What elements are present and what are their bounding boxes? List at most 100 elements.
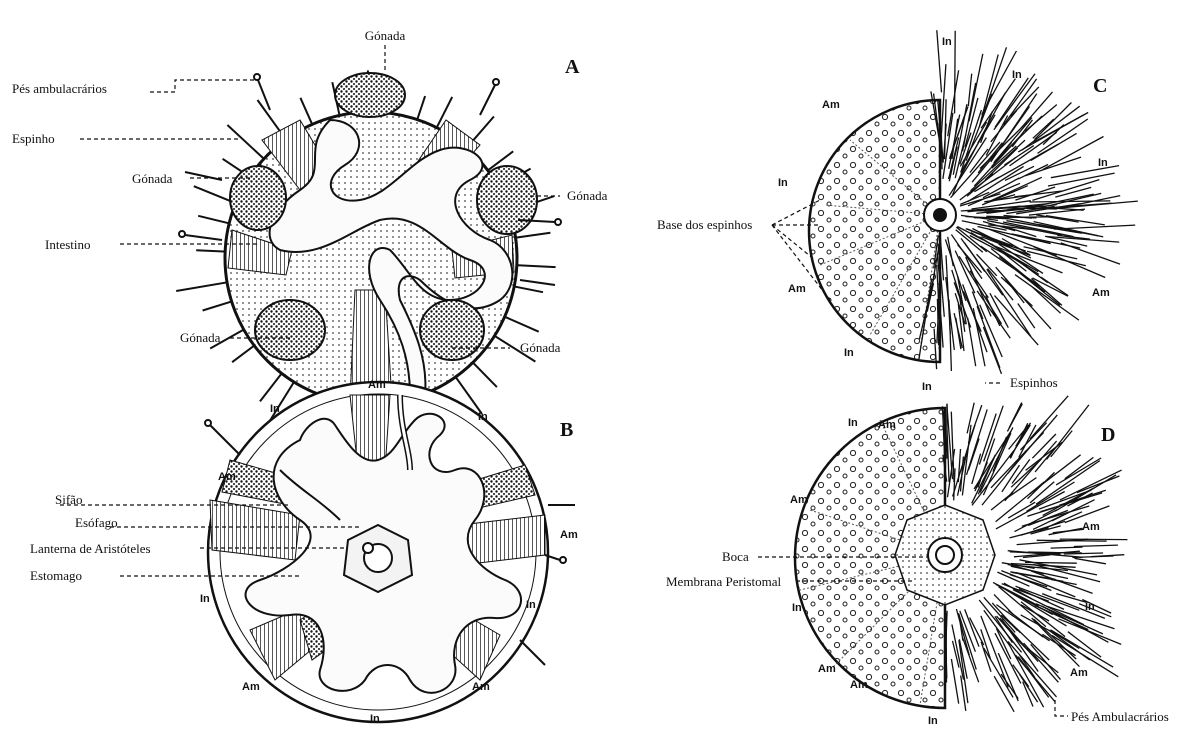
spine xyxy=(974,217,1051,218)
spine xyxy=(937,30,942,92)
mark-b-1: Am xyxy=(368,379,386,391)
mark-c-0: In xyxy=(942,36,952,48)
gonad-top-a xyxy=(335,73,405,117)
mark-d-10: Am xyxy=(1070,667,1088,679)
spine xyxy=(512,233,551,238)
mark-d-0: In xyxy=(922,381,932,393)
label-gonada-bottom-left: Gónada xyxy=(180,330,221,345)
spine xyxy=(1048,173,1115,186)
label-lanterna: Lanterna de Aristóteles xyxy=(30,541,151,556)
mark-d-8: In xyxy=(1085,601,1095,613)
panel-letter-a: A xyxy=(565,56,580,78)
label-gonada-top: Gónada xyxy=(365,28,406,43)
spine xyxy=(1051,580,1077,585)
label-esofago: Esófago xyxy=(75,515,118,530)
spine xyxy=(1046,216,1105,225)
spine xyxy=(968,74,971,106)
spine xyxy=(984,610,1010,646)
spine xyxy=(513,265,556,267)
spine xyxy=(1010,572,1055,580)
test-half-c xyxy=(809,100,940,362)
spine xyxy=(951,659,958,704)
spine xyxy=(1018,657,1048,698)
spine xyxy=(260,370,284,401)
mark-c-5: Am xyxy=(788,283,806,295)
label-estomago: Estomago xyxy=(30,568,82,583)
spine xyxy=(1060,539,1128,540)
mark-c-7: In xyxy=(844,347,854,359)
spine xyxy=(1050,193,1101,205)
leader-pes-a xyxy=(150,80,255,92)
spine xyxy=(1056,458,1101,485)
spine xyxy=(980,305,1003,357)
label-gonada-bottom-right: Gónada xyxy=(520,340,561,355)
spine xyxy=(1020,655,1035,677)
spine xyxy=(1005,441,1057,501)
spine xyxy=(176,282,231,291)
mark-c-1: Am xyxy=(822,99,840,111)
gonad-left-a xyxy=(230,166,286,230)
spine xyxy=(981,79,1015,129)
mark-d-6: Am xyxy=(818,663,836,675)
mark-c-2: In xyxy=(1012,69,1022,81)
spine xyxy=(1077,476,1119,493)
panel-d: Espinhos Boca Membrana Peristomal Pés Am… xyxy=(666,375,1169,727)
mark-b-0: In xyxy=(270,403,280,415)
mark-d-1: Am xyxy=(878,419,896,431)
spine xyxy=(1030,396,1068,439)
gonad-bottom-right-a xyxy=(420,300,484,360)
spine xyxy=(1074,545,1118,546)
label-gonada-right: Gónada xyxy=(567,188,608,203)
mark-b-2: In xyxy=(478,411,488,423)
spine xyxy=(1075,558,1106,564)
gonad-right-a xyxy=(477,166,537,234)
spine xyxy=(227,125,266,162)
spine xyxy=(1008,641,1057,697)
mark-b-9: In xyxy=(370,713,380,725)
spine xyxy=(1054,225,1135,229)
label-membrana: Membrana Peristomal xyxy=(666,574,782,589)
spine xyxy=(1051,630,1114,667)
spine xyxy=(972,229,1031,258)
mark-d-7: Am xyxy=(850,679,868,691)
mark-b-7: Am xyxy=(242,681,260,693)
spine xyxy=(1006,590,1066,626)
label-pes-ambulacrarios-a: Pés ambulacrários xyxy=(12,81,107,96)
panel-letter-d: D xyxy=(1101,424,1115,446)
mark-d-3: In xyxy=(848,417,858,429)
spine xyxy=(1049,528,1083,534)
mark-c-6: In xyxy=(1098,157,1108,169)
mark-b-8: Am xyxy=(472,681,490,693)
panel-c: Base dos espinhos C In Am In In Am Am In… xyxy=(657,30,1138,374)
spine xyxy=(1036,215,1079,222)
label-espinhos: Espinhos xyxy=(1010,375,1058,390)
label-sifao: Sifão xyxy=(55,492,82,507)
spine xyxy=(470,360,497,387)
spine xyxy=(946,255,950,334)
spine xyxy=(1030,201,1111,202)
spine xyxy=(948,237,954,266)
spine xyxy=(963,638,979,682)
spine xyxy=(1003,218,1056,229)
mark-d-9: In xyxy=(928,715,938,727)
panel-letter-c: C xyxy=(1093,75,1107,97)
spine xyxy=(1005,278,1024,303)
spine xyxy=(1031,644,1061,679)
mark-b-6: In xyxy=(526,599,536,611)
spine xyxy=(959,613,977,669)
label-base-espinhos: Base dos espinhos xyxy=(657,217,752,232)
panel-a: Gónada Pés ambulacrários Espinho Gónada … xyxy=(12,28,608,439)
spine xyxy=(1009,403,1022,428)
spine xyxy=(993,437,1007,472)
spine xyxy=(955,31,956,114)
label-espinho: Espinho xyxy=(12,131,55,146)
panel-b: Sifão Esófago Lanterna de Aristóteles Es… xyxy=(30,379,578,725)
spine xyxy=(992,146,1017,168)
mark-d-5: In xyxy=(792,602,802,614)
spine xyxy=(995,296,1039,346)
mark-c-3: In xyxy=(778,177,788,189)
gonad-bottom-left-a xyxy=(255,300,325,360)
leader-pes-d xyxy=(1055,700,1068,716)
periproct-c xyxy=(933,208,947,222)
spine xyxy=(1051,547,1083,548)
